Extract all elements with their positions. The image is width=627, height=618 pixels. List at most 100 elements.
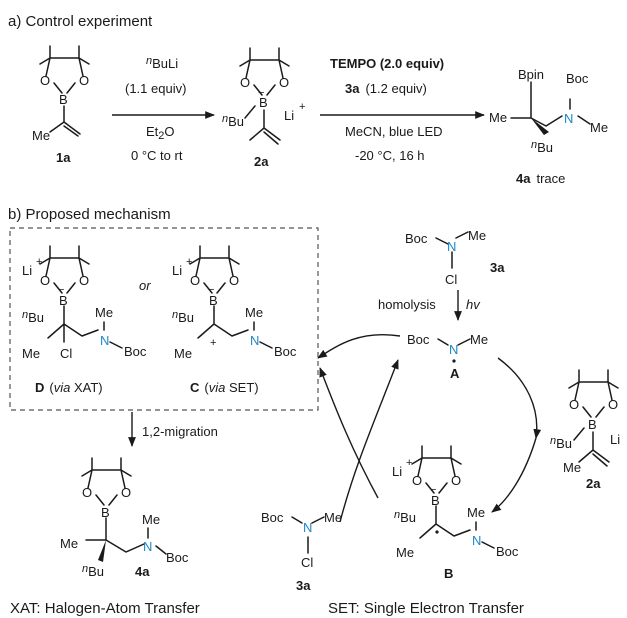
cycle-arrow-2a-to-B: [491, 437, 537, 513]
svg-text:3a: 3a: [490, 260, 505, 275]
label-1a: 1a: [56, 150, 71, 165]
svg-text:B: B: [59, 92, 68, 107]
svg-text:nBu: nBu: [82, 563, 104, 579]
svg-text:(1.1 equiv): (1.1 equiv): [125, 81, 186, 96]
radical-B: Li + O O − B nBu Me N Boc Me B: [392, 445, 519, 581]
cycle-arrow-A-to-B: [497, 357, 542, 439]
svg-text:N: N: [303, 520, 312, 535]
svg-text:N: N: [100, 333, 109, 348]
svg-text:B: B: [101, 505, 110, 520]
svg-text:O: O: [608, 397, 618, 412]
svg-text:nBu: nBu: [222, 113, 244, 129]
svg-text:C(via SET): C(via SET): [190, 380, 259, 395]
cycle-arrow-B-to-C: [319, 367, 379, 499]
svg-text:Li: Li: [22, 263, 32, 278]
svg-text:Li: Li: [284, 108, 294, 123]
svg-text:Cl: Cl: [445, 272, 457, 287]
svg-text:N: N: [472, 533, 481, 548]
svg-text:Me: Me: [22, 346, 40, 361]
svg-text:B: B: [59, 293, 68, 308]
intermediate-C: Li + O O − B nBu Me N Boc Me + C(via SET…: [172, 245, 297, 395]
svg-text:B: B: [431, 493, 440, 508]
svg-text:O: O: [240, 75, 250, 90]
svg-text:N: N: [449, 342, 458, 357]
or-label: or: [139, 278, 151, 293]
radical-A: Boc N Me A: [407, 332, 488, 381]
svg-text:O: O: [79, 273, 89, 288]
svg-text:O: O: [229, 273, 239, 288]
svg-text:O: O: [79, 73, 89, 88]
svg-text:nBu: nBu: [172, 309, 194, 325]
cycle-arrow-A-to-C: [317, 334, 401, 359]
svg-text:Me: Me: [142, 512, 160, 527]
intermediate-D: Li + O O − B nBu Me N Boc Me Cl D(via XA…: [22, 245, 147, 395]
svg-text:Me: Me: [95, 305, 113, 320]
compound-1a: O O B Me 1a: [32, 45, 90, 165]
svg-text:Boc: Boc: [261, 510, 284, 525]
svg-text:nBu: nBu: [550, 435, 572, 451]
svg-text:Me: Me: [245, 305, 263, 320]
svg-text:Me: Me: [468, 228, 486, 243]
svg-text:−: −: [430, 484, 436, 496]
svg-text:Me: Me: [396, 545, 414, 560]
svg-text:+: +: [186, 256, 192, 268]
svg-text:hv: hv: [466, 297, 481, 312]
svg-text:Me: Me: [489, 110, 507, 125]
svg-text:nBuLi: nBuLi: [146, 55, 178, 71]
svg-text:O: O: [451, 473, 461, 488]
svg-text:Et2O: Et2O: [146, 124, 175, 142]
svg-text:Boc: Boc: [166, 550, 189, 565]
svg-text:+: +: [406, 457, 412, 469]
svg-text:O: O: [40, 73, 50, 88]
svg-text:O: O: [190, 273, 200, 288]
svg-text:B: B: [588, 417, 597, 432]
svg-text:−: −: [58, 284, 64, 296]
label-3a-bottom: 3a: [296, 578, 311, 593]
svg-text:Bpin: Bpin: [518, 67, 544, 82]
svg-text:O: O: [121, 485, 131, 500]
svg-text:1,2-migration: 1,2-migration: [142, 424, 218, 439]
svg-text:TEMPO (2.0 equiv): TEMPO (2.0 equiv): [330, 56, 444, 71]
svg-text:O: O: [412, 473, 422, 488]
label-B: B: [444, 566, 453, 581]
svg-text:nBu: nBu: [22, 309, 44, 325]
svg-text:Me: Me: [32, 128, 50, 143]
svg-text:B: B: [209, 293, 218, 308]
compound-2a-right: O O B nBu Li Me 2a: [550, 369, 620, 491]
label-2a: 2a: [254, 154, 269, 169]
svg-text:+: +: [210, 337, 216, 349]
svg-text:Me: Me: [60, 536, 78, 551]
svg-text:O: O: [82, 485, 92, 500]
footer-set: SET: Single Electron Transfer: [328, 600, 524, 617]
svg-text:N: N: [250, 333, 259, 348]
svg-text:Me: Me: [174, 346, 192, 361]
svg-text:Me: Me: [467, 505, 485, 520]
svg-text:Cl: Cl: [301, 555, 313, 570]
svg-text:B: B: [259, 95, 268, 110]
svg-text:3a(1.2 equiv): 3a(1.2 equiv): [345, 81, 427, 96]
svg-text:Li: Li: [392, 464, 402, 479]
svg-text:O: O: [569, 397, 579, 412]
label-A: A: [450, 366, 460, 381]
svg-text:MeCN, blue LED: MeCN, blue LED: [345, 124, 443, 139]
svg-text:+: +: [36, 256, 42, 268]
svg-text:Boc: Boc: [124, 344, 147, 359]
svg-text:Li: Li: [610, 432, 620, 447]
compound-2a: O O − B nBu Li + 2a: [222, 47, 305, 169]
svg-text:Boc: Boc: [274, 344, 297, 359]
svg-text:Boc: Boc: [496, 544, 519, 559]
heading-control-experiment: a) Control experiment: [8, 13, 153, 30]
svg-text:nBu: nBu: [394, 509, 416, 525]
svg-text:Boc: Boc: [407, 332, 430, 347]
svg-text:Me: Me: [563, 460, 581, 475]
svg-text:Boc: Boc: [566, 71, 589, 86]
compound-3a-bottom: Boc N Me Cl 3a: [261, 510, 342, 593]
svg-text:nBu: nBu: [531, 139, 553, 155]
svg-text:+: +: [299, 101, 305, 113]
footer-xat: XAT: Halogen-Atom Transfer: [10, 600, 200, 617]
svg-text:O: O: [279, 75, 289, 90]
label-2a-right: 2a: [586, 476, 601, 491]
label-4a: 4a: [135, 564, 150, 579]
